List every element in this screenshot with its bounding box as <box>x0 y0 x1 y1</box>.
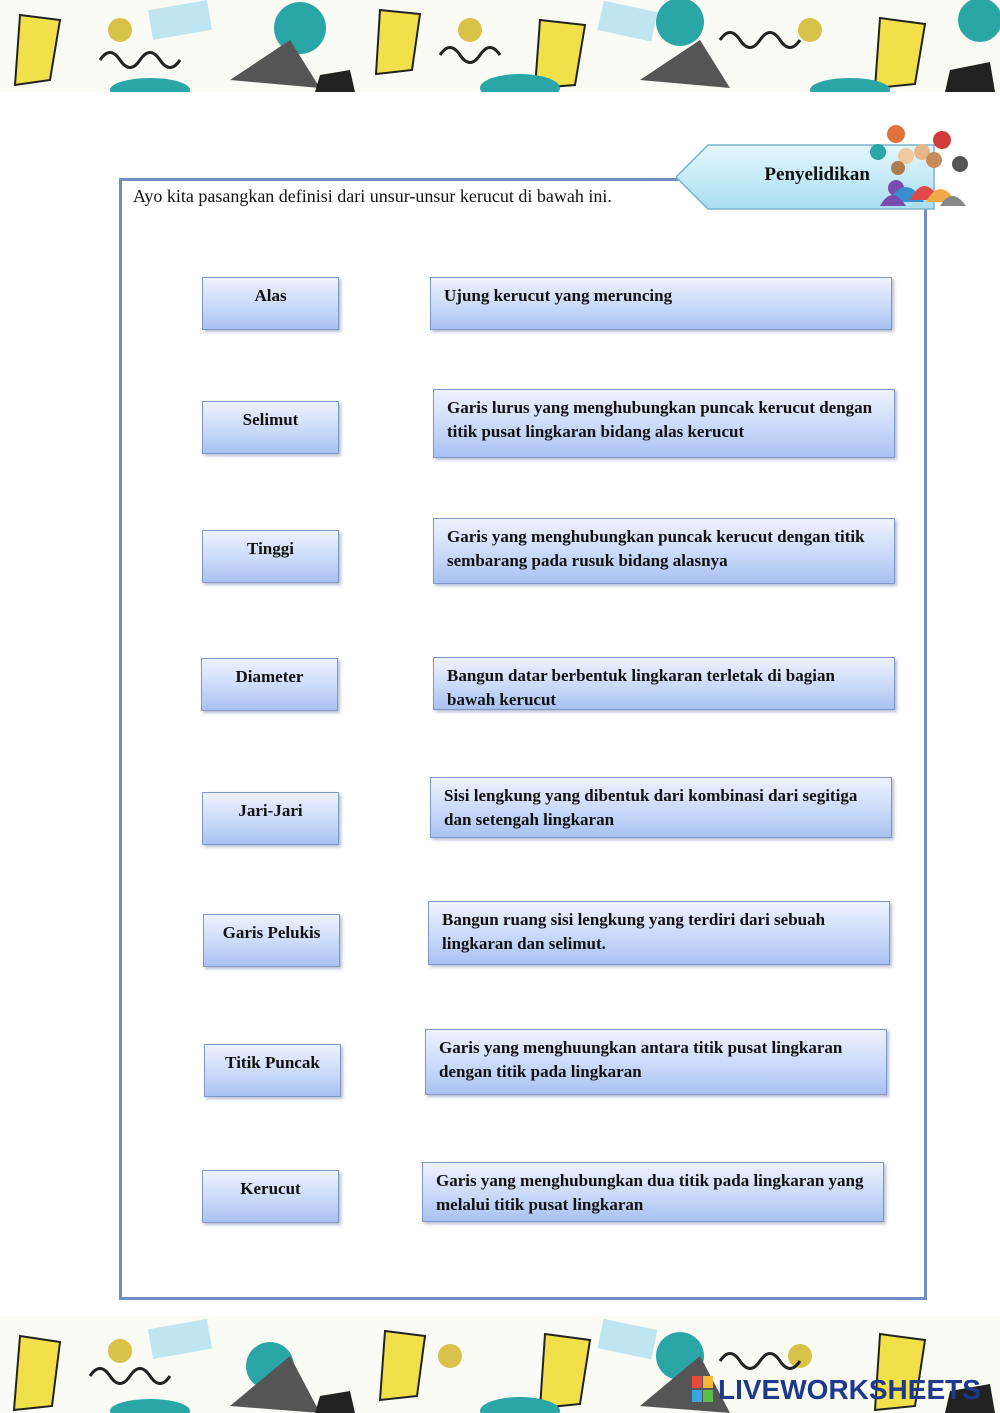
memphis-pattern-top <box>0 0 1000 92</box>
definition-box-2[interactable]: Garis lurus yang menghubungkan puncak ke… <box>433 389 895 458</box>
worksheet-frame <box>119 178 927 1300</box>
definition-box-3[interactable]: Garis yang menghubungkan puncak kerucut … <box>433 518 895 584</box>
definition-box-7[interactable]: Garis yang menghuungkan antara titik pus… <box>425 1029 887 1095</box>
definition-box-1[interactable]: Ujung kerucut yang meruncing <box>430 277 892 330</box>
term-box-garis-pelukis[interactable]: Garis Pelukis <box>203 914 340 967</box>
section-tag-label: Penyelidikan <box>764 164 870 185</box>
term-box-alas[interactable]: Alas <box>202 277 339 330</box>
term-box-selimut[interactable]: Selimut <box>202 401 339 454</box>
instruction-text: Ayo kita pasangkan definisi dari unsur-u… <box>133 186 612 206</box>
memphis-pattern-bottom <box>0 1316 1000 1413</box>
discussion-people-icon <box>870 125 968 206</box>
definition-box-4[interactable]: Bangun datar berbentuk lingkaran terleta… <box>433 657 895 710</box>
definition-box-8[interactable]: Garis yang menghubungkan dua titik pada … <box>422 1162 884 1222</box>
definition-box-6[interactable]: Bangun ruang sisi lengkung yang terdiri … <box>428 901 890 965</box>
term-box-titik-puncak[interactable]: Titik Puncak <box>204 1044 341 1097</box>
definition-box-5[interactable]: Sisi lengkung yang dibentuk dari kombina… <box>430 777 892 838</box>
liveworksheets-logo: LIVEWORKSHEETS <box>692 1374 981 1406</box>
term-box-diameter[interactable]: Diameter <box>201 658 338 711</box>
top-decorative-banner <box>0 0 1000 92</box>
section-tag-ribbon <box>676 144 935 210</box>
liveworksheets-brand-text: LIVEWORKSHEETS <box>718 1374 981 1405</box>
term-box-tinggi[interactable]: Tinggi <box>202 530 339 583</box>
term-box-jari-jari[interactable]: Jari-Jari <box>202 792 339 845</box>
term-box-kerucut[interactable]: Kerucut <box>202 1170 339 1223</box>
bottom-decorative-banner <box>0 1316 1000 1413</box>
liveworksheets-mark-icon <box>692 1376 713 1402</box>
